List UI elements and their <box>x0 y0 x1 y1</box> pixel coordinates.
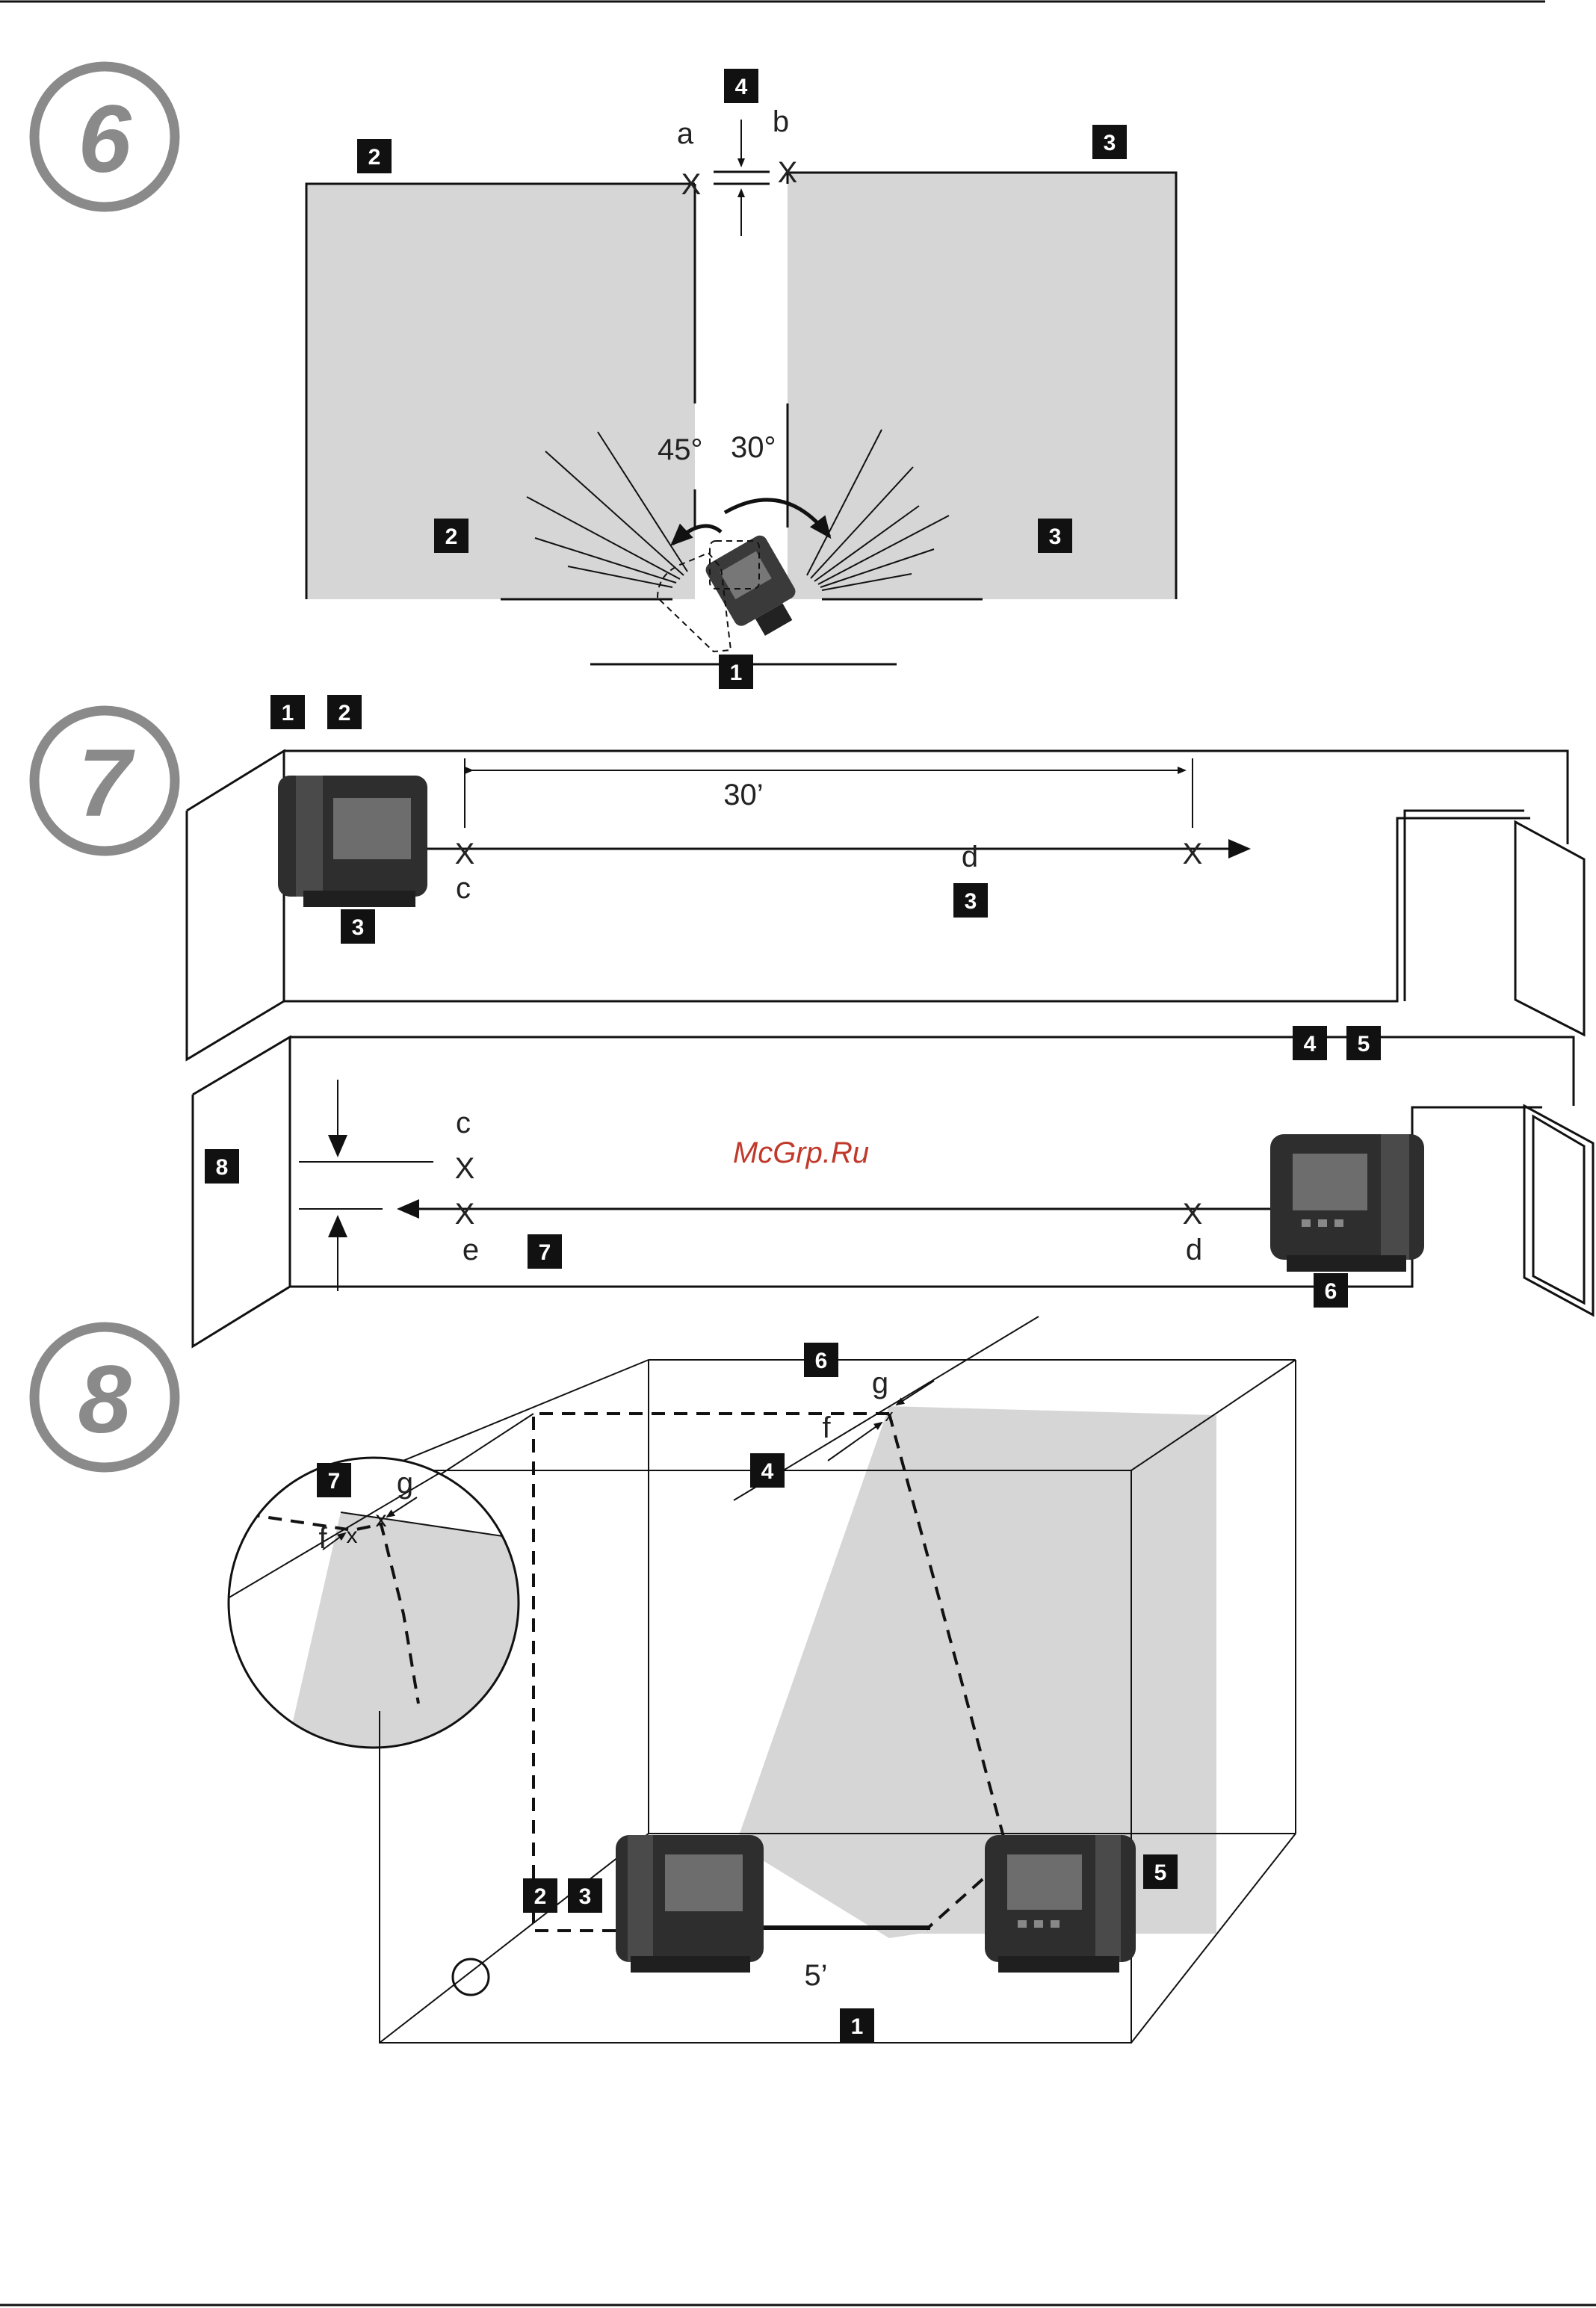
lower-door <box>1524 1106 1593 1315</box>
step-8-number: 8 <box>78 1346 131 1453</box>
distance-30ft: 30’ <box>723 779 763 811</box>
svg-text:1: 1 <box>282 701 294 725</box>
laser-device-left <box>616 1835 764 1973</box>
step-7-number: 7 <box>78 730 135 837</box>
badge-4: 4 <box>724 69 758 103</box>
svg-text:7: 7 <box>539 1240 551 1265</box>
svg-text:2: 2 <box>445 525 458 549</box>
mark-e-lower-x: X <box>455 1198 475 1231</box>
badge-4-fig7: 4 <box>1293 1026 1327 1060</box>
svg-text:3: 3 <box>352 915 365 940</box>
svg-text:1: 1 <box>730 660 743 685</box>
mark-c-lower-x: X <box>455 1152 475 1185</box>
badge-4-fig8: 4 <box>750 1453 785 1488</box>
badge-1: 1 <box>719 655 753 689</box>
label-c-lower: c <box>456 1107 471 1139</box>
badge-3-mid: 3 <box>953 883 988 918</box>
label-d-lower: d <box>1186 1234 1202 1266</box>
svg-text:3: 3 <box>579 1884 592 1909</box>
badge-7-fig7: 7 <box>528 1234 562 1269</box>
badge-1-fig7: 1 <box>270 695 305 729</box>
angle-45: 45° <box>658 433 703 466</box>
svg-text:2: 2 <box>368 145 381 170</box>
badge-1-fig8: 1 <box>840 2008 874 2043</box>
svg-text:3: 3 <box>1049 525 1062 549</box>
label-e-lower: e <box>463 1234 479 1266</box>
mark-g-main-x: x <box>885 1406 894 1425</box>
badge-2-top: 2 <box>357 139 392 173</box>
label-g-main: g <box>872 1367 888 1399</box>
badge-2-fig7: 2 <box>327 695 362 729</box>
label-f-zoom: f <box>318 1522 327 1555</box>
label-c-upper: c <box>456 872 471 905</box>
left-wall <box>306 184 695 599</box>
figure-8: 8 5’ x g f 6 4 5 1 2 3 <box>34 1317 1296 2043</box>
mark-b-x: X <box>778 156 798 189</box>
badge-2-fig8: 2 <box>523 1878 557 1913</box>
step-6-number: 6 <box>78 86 132 193</box>
svg-text:3: 3 <box>965 889 977 914</box>
label-a: a <box>677 117 694 150</box>
badge-3-low: 3 <box>1038 519 1072 553</box>
badge-8: 8 <box>205 1149 239 1184</box>
mark-g-zoom-x: x <box>376 1507 387 1532</box>
distance-5ft: 5’ <box>804 1959 827 1992</box>
figure-6: 6 X X a b <box>34 66 1176 689</box>
badge-3-top: 3 <box>1092 125 1127 159</box>
watermark: McGrp.Ru <box>733 1136 869 1169</box>
svg-text:8: 8 <box>216 1155 229 1180</box>
svg-text:2: 2 <box>338 701 351 725</box>
label-d-upper: d <box>962 841 978 873</box>
floor-point <box>453 1959 489 1995</box>
mark-d-upper-x: X <box>1183 838 1203 870</box>
laser-device-upper <box>278 776 427 907</box>
svg-text:4: 4 <box>1304 1032 1317 1056</box>
svg-text:5: 5 <box>1358 1032 1370 1056</box>
mark-a-x: X <box>681 168 702 201</box>
label-g-zoom: g <box>397 1467 413 1500</box>
badge-3-fig8: 3 <box>568 1878 602 1913</box>
badge-2-low: 2 <box>434 519 468 553</box>
svg-text:4: 4 <box>735 75 748 99</box>
svg-text:6: 6 <box>815 1349 828 1373</box>
svg-text:7: 7 <box>328 1469 341 1494</box>
badge-6-fig7: 6 <box>1314 1273 1348 1308</box>
svg-text:4: 4 <box>761 1459 774 1484</box>
svg-text:6: 6 <box>1325 1279 1337 1304</box>
badge-7-fig8: 7 <box>317 1463 351 1497</box>
zoom-connector-top <box>441 1414 533 1474</box>
badge-3-device: 3 <box>341 909 375 944</box>
badge-5-fig8: 5 <box>1143 1854 1178 1889</box>
upper-door <box>1405 811 1584 1035</box>
mark-d-lower-x: X <box>1183 1198 1203 1231</box>
arrow-to-g <box>897 1381 934 1405</box>
label-f-main: f <box>822 1411 831 1444</box>
label-b: b <box>773 105 789 138</box>
mark-f-zoom-x: x <box>347 1523 358 1548</box>
laser-device-lower <box>1270 1134 1424 1272</box>
right-wall <box>788 173 1176 599</box>
laser-device-right <box>985 1835 1136 1973</box>
badge-6-fig8: 6 <box>804 1343 838 1377</box>
svg-text:3: 3 <box>1104 131 1116 155</box>
figure-7: 7 1 2 30’ X X c d 3 3 4 5 8 <box>34 695 1593 1346</box>
angle-30: 30° <box>731 431 776 464</box>
svg-text:5: 5 <box>1154 1860 1167 1885</box>
badge-5-fig7: 5 <box>1346 1026 1381 1060</box>
svg-text:2: 2 <box>534 1884 547 1909</box>
svg-text:1: 1 <box>851 2014 864 2039</box>
mark-c-upper-x: X <box>455 838 475 870</box>
